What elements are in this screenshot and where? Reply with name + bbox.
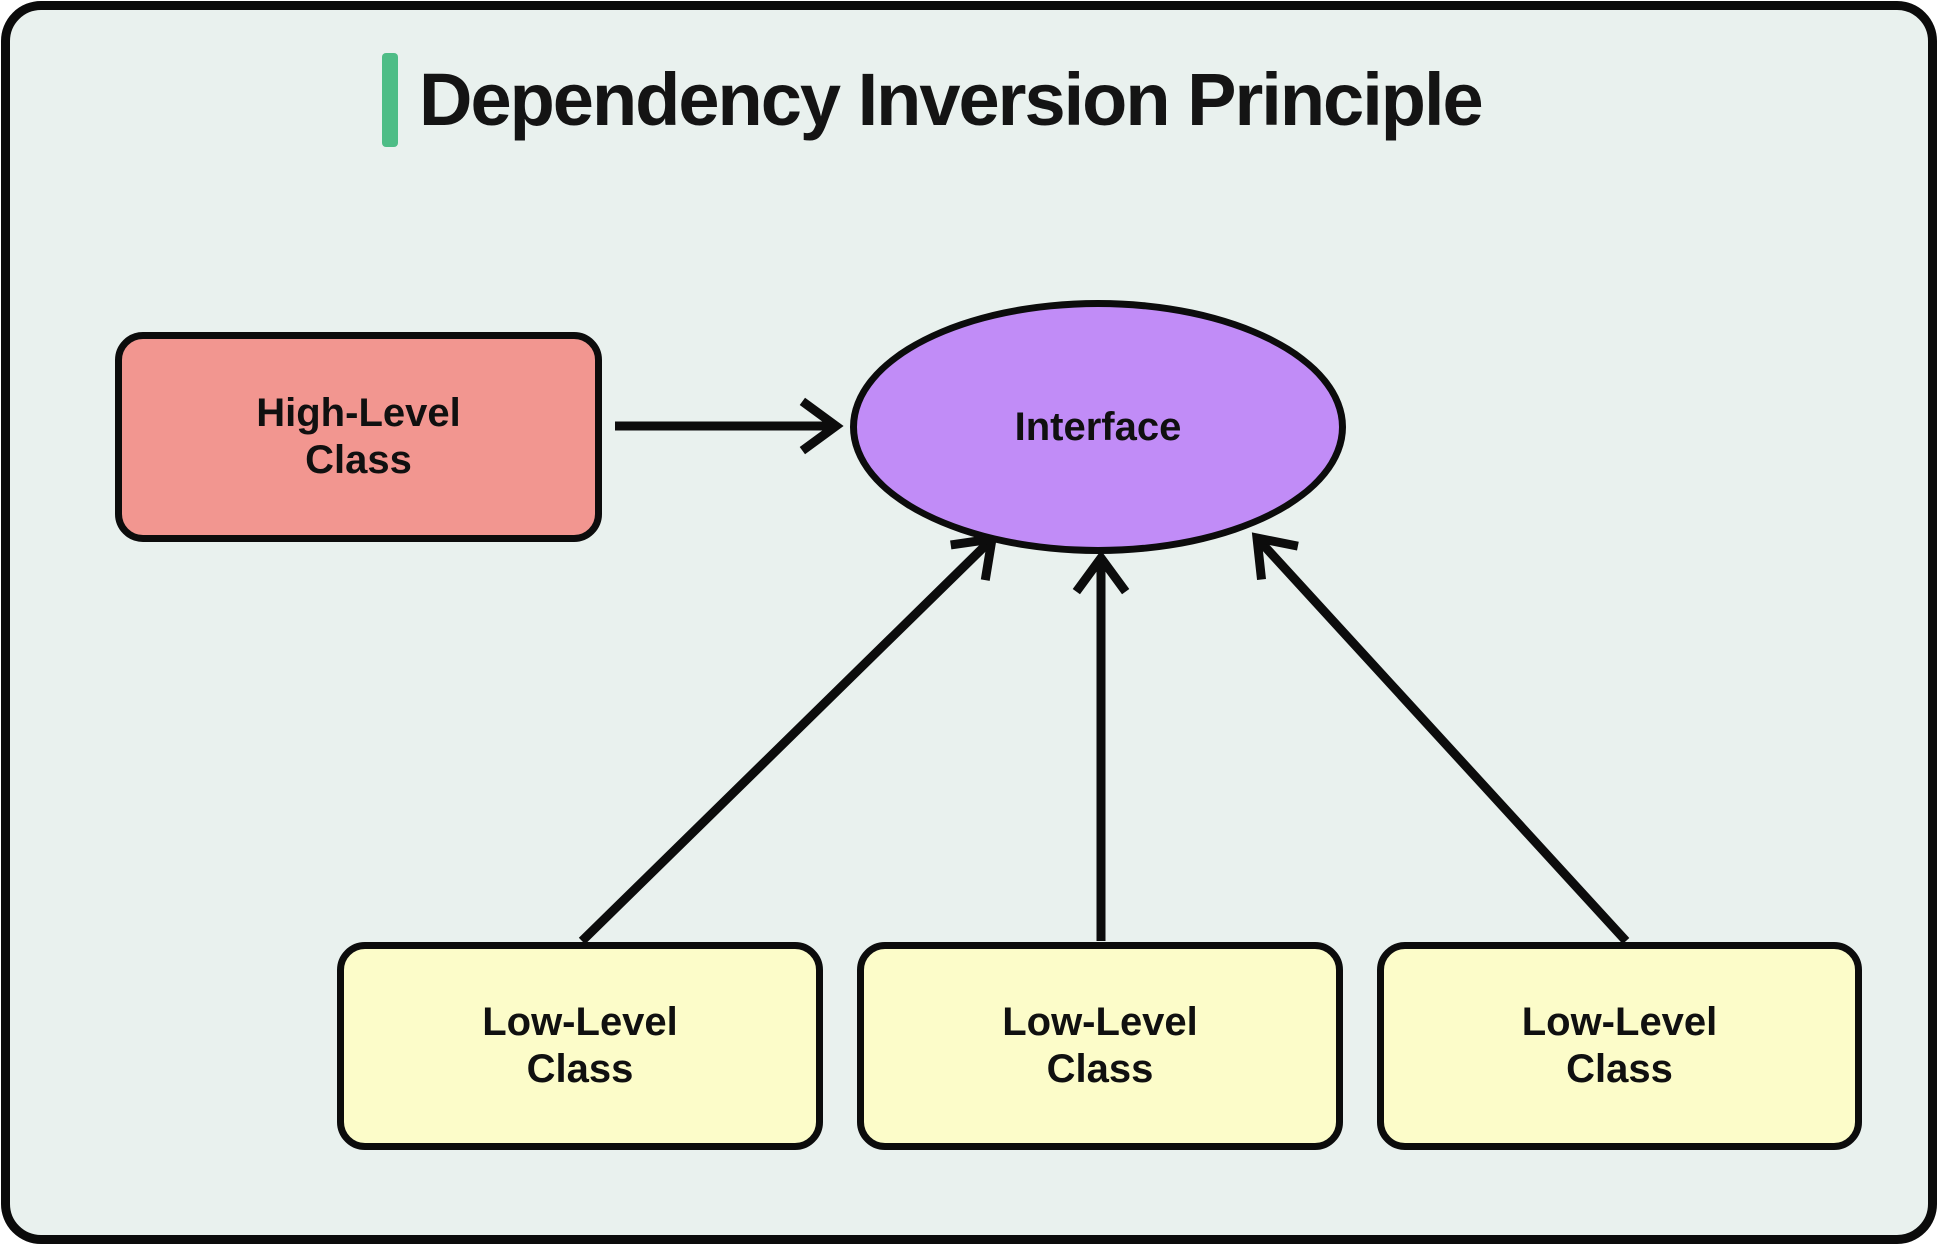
- label-line: Interface: [1014, 404, 1182, 449]
- node-interface: Interface: [850, 300, 1346, 554]
- label-line: Class: [1046, 1047, 1154, 1091]
- node-interface-label: Interface: [1015, 404, 1182, 451]
- node-low-level-class-2: Low-Level Class: [857, 942, 1343, 1150]
- title-row: Dependency Inversion Principle: [382, 52, 1484, 148]
- label-line: Class: [305, 438, 412, 482]
- arrow-low-level-3-to-interface: [1251, 532, 1630, 945]
- node-low-level-class-1-label: Low-Level Class: [482, 999, 678, 1093]
- node-low-level-class-3-label: Low-Level Class: [1522, 999, 1718, 1093]
- label-line: Class: [526, 1047, 634, 1091]
- node-low-level-class-3: Low-Level Class: [1377, 942, 1862, 1150]
- label-line: High-Level: [256, 391, 461, 435]
- node-high-level-class-label: High-Level Class: [256, 390, 460, 484]
- node-low-level-class-2-label: Low-Level Class: [1002, 999, 1198, 1093]
- title-accent-bar: [382, 53, 398, 147]
- label-line: Low-Level: [482, 1000, 678, 1044]
- page-title: Dependency Inversion Principle: [419, 58, 1484, 141]
- arrow-low-level-1-to-interface: [578, 533, 998, 945]
- label-line: Class: [1566, 1047, 1673, 1091]
- label-line: Low-Level: [1002, 1000, 1198, 1044]
- label-line: Low-Level: [1521, 1000, 1718, 1044]
- node-low-level-class-1: Low-Level Class: [337, 942, 823, 1150]
- node-high-level-class: High-Level Class: [115, 332, 602, 542]
